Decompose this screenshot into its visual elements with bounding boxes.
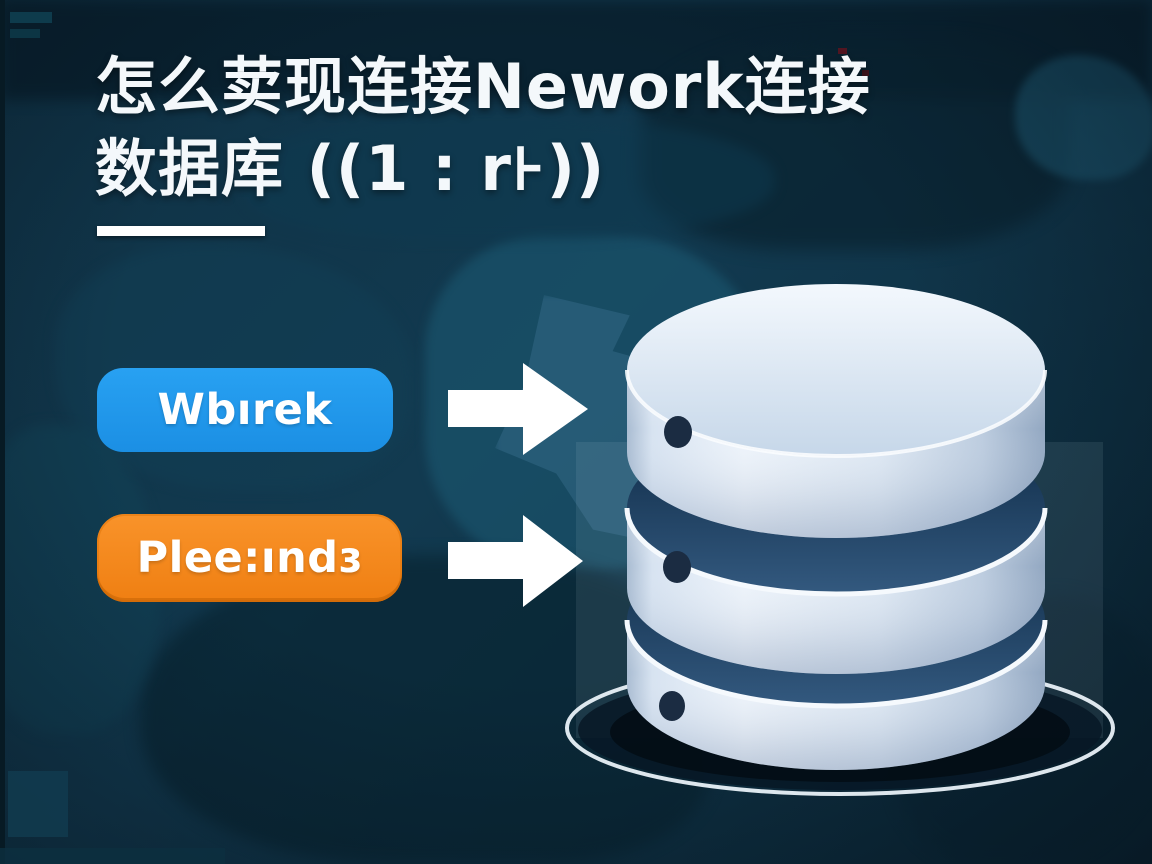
ground-shadow [578,670,1102,790]
bottom-left-fragment [8,771,68,837]
orange-source-button-label: Plee:ındɜ [136,533,363,583]
map-shape-europe [495,295,740,550]
title-line-1: 怎么荬现连接Nework连接 [95,50,871,123]
blue-source-button-label: Wbırek [157,385,333,435]
glitch-speck [838,48,847,54]
indicator-dot [664,416,692,448]
blue-source-button[interactable]: Wbırek [97,368,393,452]
right-arrow-icon [448,363,588,455]
corner-fragment-bar [10,12,52,23]
indicator-dot [663,551,691,583]
map-shape [425,235,770,570]
orange-source-button[interactable]: Plee:ındɜ [97,514,402,602]
indicator-dot [659,691,685,721]
corner-fragment-bar [10,29,40,38]
map-shape [895,595,1152,864]
title-line-2: 数据库 ((1 : r⊦)) [95,131,606,205]
database-disk-middle [624,422,1048,674]
glitch-speck [862,70,869,76]
database-disk-top [625,284,1047,538]
title-underline [97,226,265,236]
left-edge-strip [0,0,5,864]
ground-shadow-core [610,682,1070,782]
bottom-left-strip [0,848,225,864]
page-title: 怎么荬现连接Nework连接 数据库 ((1 : r⊦)) [95,46,1015,210]
base-ring [565,660,1115,796]
map-shape [1015,55,1152,180]
database-disk-bottom [624,534,1048,770]
backdrop-panel [576,442,1103,738]
right-arrow-icon [448,515,583,607]
